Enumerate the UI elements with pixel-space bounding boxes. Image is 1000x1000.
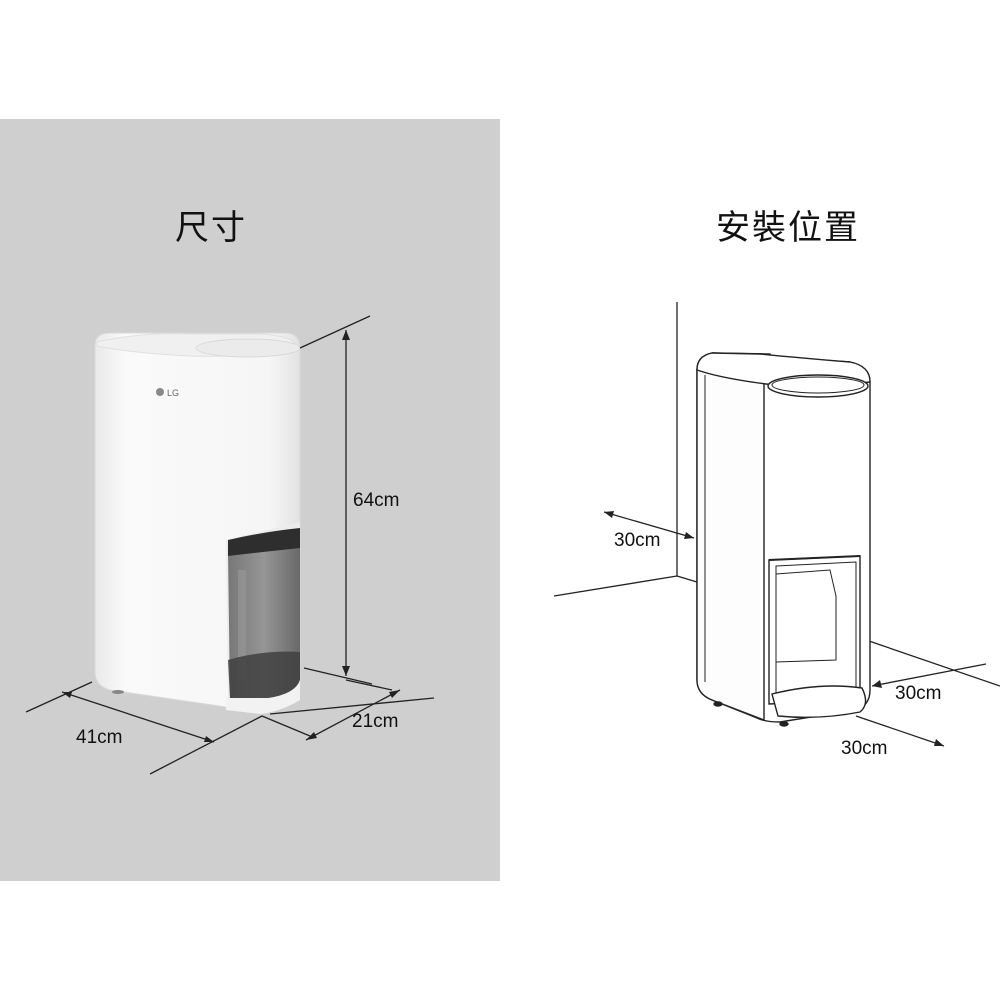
height-label: 64cm bbox=[353, 490, 400, 511]
height-dimension-line bbox=[299, 315, 373, 685]
wall-corner-lines bbox=[553, 302, 1000, 687]
depth-label: 21cm bbox=[352, 711, 399, 732]
width-dimension-line bbox=[25, 681, 263, 775]
dehumidifier-line-drawing bbox=[696, 352, 871, 727]
depth-dimension-line bbox=[261, 679, 435, 741]
lg-logo: LG bbox=[156, 388, 179, 398]
rear-clearance-label: 30cm bbox=[614, 530, 661, 551]
installation-title: 安裝位置 bbox=[716, 208, 860, 248]
dimensions-title: 尺寸 bbox=[175, 208, 247, 248]
front-clearance-arrow bbox=[855, 715, 945, 747]
rear-clearance-arrow bbox=[603, 511, 695, 539]
side-clearance-arrow bbox=[871, 663, 987, 688]
front-clearance-label: 30cm bbox=[841, 738, 888, 759]
side-clearance-label: 30cm bbox=[895, 683, 942, 704]
width-label: 41cm bbox=[76, 727, 123, 748]
svg-text:LG: LG bbox=[167, 388, 179, 398]
dehumidifier-product-image bbox=[94, 332, 301, 714]
